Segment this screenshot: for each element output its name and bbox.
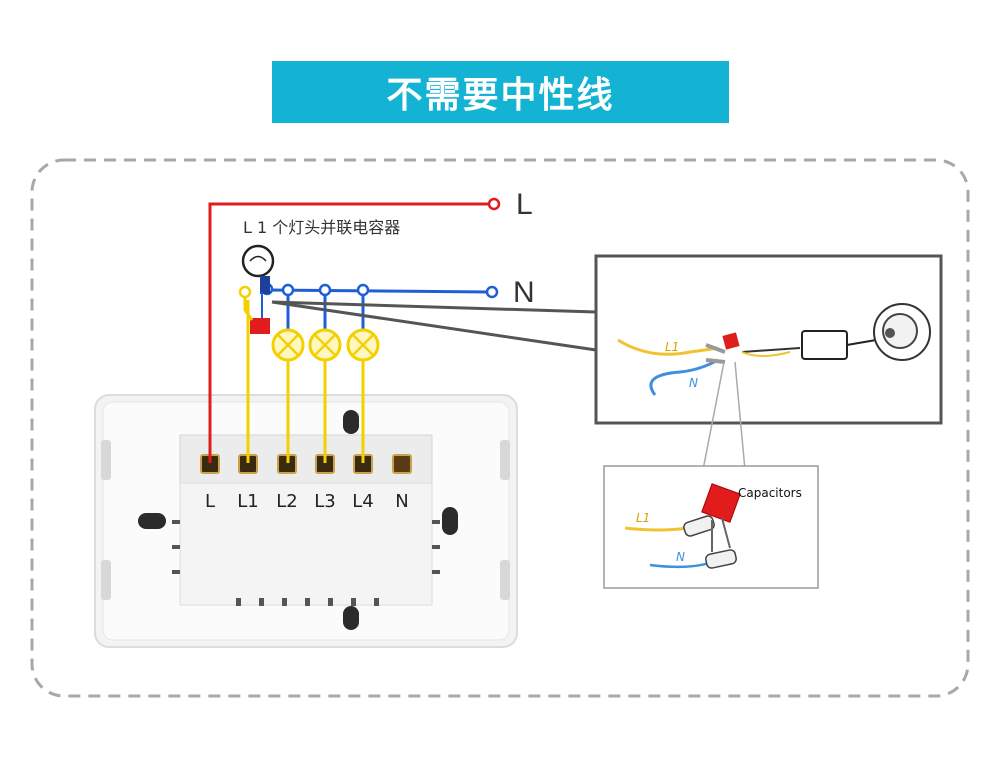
terminal-label-l3: L3: [314, 491, 335, 512]
terminal-label-l4: L4: [352, 491, 373, 512]
capacitor-note: L 1 个灯头并联电容器: [243, 218, 400, 237]
photo-l1-label: L1: [665, 340, 679, 354]
line-label: L: [516, 188, 533, 221]
neutral-terminal-dot: [485, 285, 499, 299]
terminal-label-l2: L2: [276, 491, 297, 512]
lamp-l4-icon: [346, 294, 380, 463]
terminal-screws: [200, 454, 412, 474]
switch-plate: [94, 394, 518, 648]
line-terminal-dot: [487, 197, 501, 211]
title-banner: 不需要中性线: [272, 61, 729, 123]
capacitor-title: Capacitors: [738, 486, 802, 500]
callout-line-cap-right: [734, 361, 746, 471]
terminal-label-l: L: [205, 491, 215, 512]
capacitor-mark: [250, 318, 270, 334]
neutral-label: N: [513, 276, 535, 309]
bulb-l1-icon: [241, 244, 275, 278]
photo-n-label: N: [689, 376, 698, 390]
terminal-label-n: N: [395, 491, 408, 512]
capacitor-inset: [603, 465, 819, 589]
lamp-l3-icon: [308, 294, 342, 463]
terminal-label-l1: L1: [237, 491, 258, 512]
callout-line-cap-left: [702, 361, 725, 471]
capacitor-body: [701, 483, 741, 523]
line-wire: [208, 202, 492, 463]
capacitor-l1-label: L1: [636, 511, 650, 525]
neutral-wire: [266, 288, 491, 294]
banner-title: 不需要中性线: [386, 75, 615, 116]
terminal-screw-n: [392, 454, 412, 474]
dashed-frame: [30, 158, 970, 698]
capacitor-n-label: N: [676, 550, 685, 564]
lamp-l2-icon: [271, 294, 305, 463]
callout-line-bottom: [271, 300, 597, 352]
callout-line-top: [271, 300, 597, 314]
photo-inset: [594, 254, 943, 425]
